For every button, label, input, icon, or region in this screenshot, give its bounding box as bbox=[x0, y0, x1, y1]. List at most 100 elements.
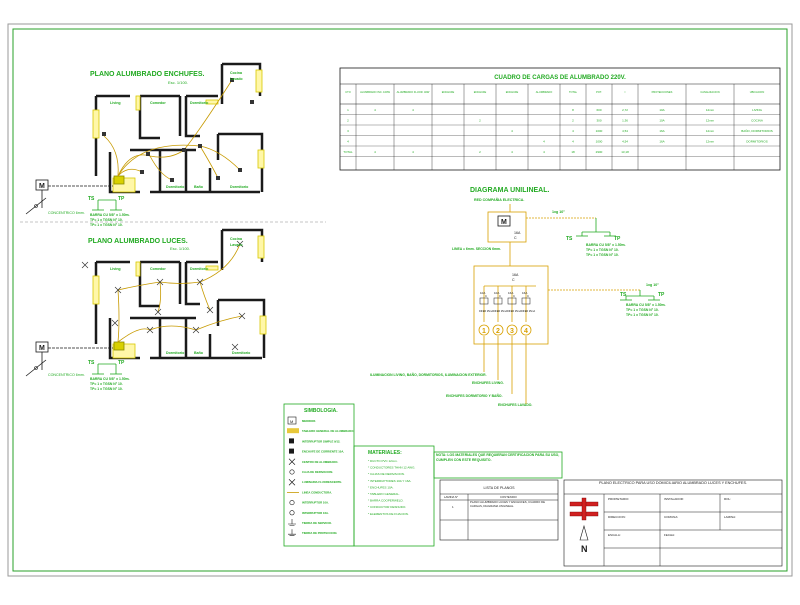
load-table-cell: 4 bbox=[511, 150, 513, 154]
plan-enchufes-scale: Esc. 1/100. bbox=[168, 80, 188, 85]
title-block: PLANO ELECTRICO PARA USO DOMICILIARIO AL… bbox=[563, 479, 783, 567]
plan-luces-title: PLANO ALUMBRADO LUCES. bbox=[88, 238, 188, 245]
tp-label: TP bbox=[118, 196, 125, 202]
north-arrow-label: N bbox=[581, 544, 588, 554]
load-table-cell: 13,18 bbox=[621, 150, 629, 154]
title-block-frame bbox=[563, 479, 783, 567]
load-table-cell: 10A bbox=[659, 119, 664, 123]
load-table-cell: 300 bbox=[596, 119, 601, 123]
plan-luces-pole-label: CONCENTRICO 6mm. bbox=[48, 373, 85, 377]
breaker-curve: C bbox=[485, 294, 487, 298]
materials-items: * DUCTO PVC 12mm.* CONDUCTORES THHN 12 A… bbox=[368, 459, 415, 516]
load-table-cell: 2900 bbox=[596, 150, 603, 154]
load-table-cell: 4 bbox=[543, 140, 545, 144]
legend-item-label: TIERRA DE SERVICIO. bbox=[302, 521, 332, 525]
legend-item-label: CAJA DE DERIVACION. bbox=[302, 470, 333, 474]
legend-symbol bbox=[289, 510, 295, 516]
diagram-title: DIAGRAMA UNILINEAL. bbox=[470, 187, 550, 194]
differential-label: DIFER 25mA bbox=[479, 310, 493, 313]
material-item: * CONDUCTORES THHN 12 AWG. bbox=[368, 466, 415, 470]
plan-enchufes-notes: BARRA CU 5/8" x 1.50m. TP= 1 x TGSN N° 1… bbox=[90, 213, 130, 227]
title-heading: PLANO ELECTRICO PARA USO DOMICILIARIO AL… bbox=[598, 481, 748, 485]
circuit-label: ENCHUFES LAVADO. bbox=[498, 403, 532, 407]
room-label: Dormitorio bbox=[166, 185, 185, 189]
load-table-cell: 12mm bbox=[706, 108, 715, 112]
load-table-cell: 4 bbox=[511, 129, 513, 133]
load-table-header: ENCHUFE bbox=[442, 90, 455, 94]
outer-border bbox=[7, 23, 793, 577]
breaker-symbol bbox=[521, 297, 531, 305]
note: TP= 1 x TGSN N° 10. bbox=[586, 253, 619, 257]
title-heading-box: PLANO ELECTRICO PARA USO DOMICILIARIO AL… bbox=[598, 481, 748, 485]
room-label: Dormitorio bbox=[232, 351, 251, 355]
material-item: * CONDUCTOR DESNUDO. bbox=[368, 505, 406, 509]
load-table-cell: 12mm bbox=[706, 140, 715, 144]
diagram-ground-label-2: 1xg 10" bbox=[646, 283, 659, 287]
title-cell: PROPIETARIO: bbox=[608, 497, 629, 501]
legend-symbol bbox=[287, 428, 299, 434]
breaker-rating: 10A bbox=[480, 291, 485, 295]
circuit-marker bbox=[520, 324, 532, 336]
load-table-cell: 600 bbox=[596, 108, 601, 112]
load-table-header: POT. bbox=[596, 90, 602, 94]
load-table-cell: 1,36 bbox=[622, 119, 628, 123]
sheet-list-content-box: PLANO ALUMBRADO LUCES Y ENCHUFES, CUADRO… bbox=[470, 501, 545, 507]
material-item: * TABLERO GENERAL. bbox=[368, 492, 400, 496]
load-table-cell: 12mm bbox=[706, 129, 715, 133]
load-table-cell: 4,54 bbox=[622, 140, 628, 144]
diagram-panel bbox=[473, 265, 549, 345]
legend-item-label: INTERRUPTOR 10A. bbox=[302, 501, 329, 505]
diagram-output-leaders bbox=[483, 336, 527, 404]
materials-frame bbox=[353, 445, 435, 547]
ts-label: TS bbox=[620, 292, 627, 298]
room-label: Living bbox=[110, 101, 121, 105]
materials-note: NOTA: LOS MATERIALES QUE REQUIERAN CERTI… bbox=[436, 453, 560, 462]
room-label: Dormitorio bbox=[190, 101, 209, 105]
circuit-label: ENCHUFES DORMITORIO Y BAÑO. bbox=[446, 393, 503, 398]
diagram-meter-label: M bbox=[501, 219, 507, 226]
load-table-title: CUADRO DE CARGAS DE ALUMBRADO 220V. bbox=[494, 75, 626, 81]
room-label: Baño bbox=[194, 351, 204, 355]
note: TP= 1 x TGSN N° 10. bbox=[626, 308, 659, 312]
breaker-symbol bbox=[479, 297, 489, 305]
room-label: Dormitorio bbox=[230, 185, 249, 189]
material-item: * ELEMENTOS DE FIJACION. bbox=[368, 512, 409, 516]
circuit-marker bbox=[478, 324, 490, 336]
room-label: Lavado bbox=[230, 243, 243, 247]
load-table-cell: 10A bbox=[659, 108, 664, 112]
legend-symbol bbox=[289, 438, 294, 444]
load-table-cell: 2 bbox=[479, 150, 481, 154]
breaker-curve: C bbox=[513, 294, 515, 298]
load-table-cell: TOTAL bbox=[343, 150, 353, 154]
legend-title: SIMBOLOGIA. bbox=[304, 408, 338, 414]
sheet-list-header: CONTENIDO bbox=[500, 495, 518, 499]
differential-label: DIFER 25mA bbox=[507, 310, 521, 313]
legend-item-label: LUMINARIA FLUORESCENTE. bbox=[302, 480, 342, 484]
legend-item-label: ENCHUFE DE CORRIENTE 10A. bbox=[302, 450, 344, 454]
room-label: Lavado bbox=[230, 77, 243, 81]
load-table-cell: COCINA bbox=[751, 119, 763, 123]
plan-luces: PLANO ALUMBRADO LUCES. Esc. 1/100. bbox=[25, 228, 267, 391]
sheet-list-title: LISTA DE PLANOS bbox=[483, 486, 515, 490]
sheet-list-number: 1 bbox=[452, 505, 454, 509]
diagram-lower-grounds bbox=[620, 290, 660, 301]
sheet-list-frame bbox=[439, 479, 559, 541]
diagram-circuit-labels: ILUMINACION LIVING, BAÑO, DORMITORIOS, I… bbox=[370, 372, 532, 407]
legend-symbol bbox=[289, 448, 294, 454]
materials-title: MATERIALES: bbox=[368, 450, 402, 456]
diagram-feeder-label: LINEA = 6mm. SECCION 6mm. bbox=[452, 247, 501, 251]
legend-symbol bbox=[289, 500, 295, 506]
load-table-header: ALUMBRADO INC. 100W bbox=[360, 90, 390, 94]
legend-item-label: CENTRO DE ALUMBRADO. bbox=[302, 460, 338, 464]
plan-luces-notes: BARRA CU 5/8" x 1.50m. TP= 1 x TGSN N° 1… bbox=[90, 377, 130, 391]
legend-symbol bbox=[288, 529, 296, 536]
material-item: * BARRA COOPERWELD. bbox=[368, 499, 404, 503]
plan-luces-wires bbox=[117, 243, 243, 343]
note: TP= 1 x TGSN N° 10. bbox=[90, 218, 123, 222]
circuit-marker bbox=[506, 324, 518, 336]
title-cell: ESCALA: bbox=[608, 533, 621, 537]
